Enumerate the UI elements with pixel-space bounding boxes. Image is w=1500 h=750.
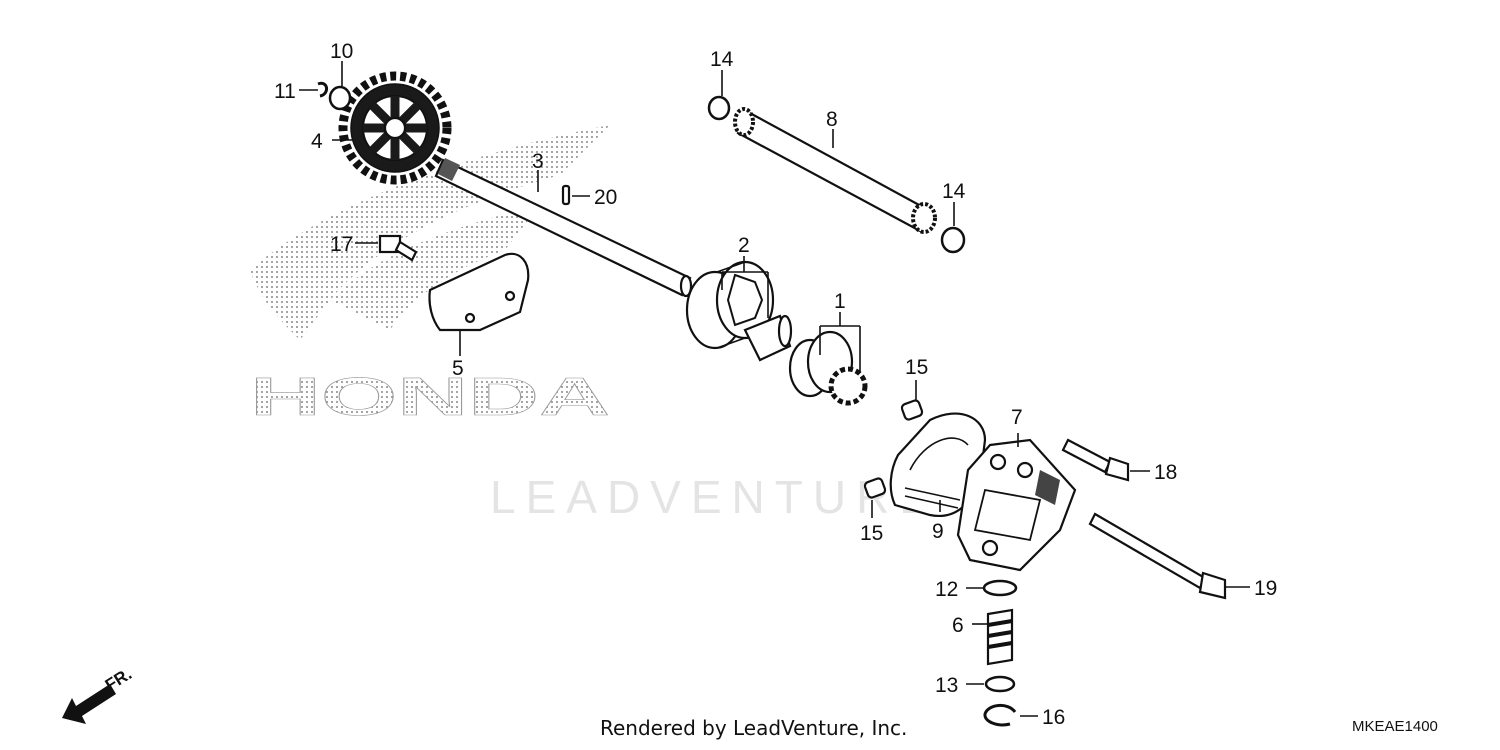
part-1-pump-rotor-set[interactable]: [788, 330, 868, 406]
part-10-washer[interactable]: [328, 85, 352, 111]
watermark-text: LEADVENTURE: [490, 471, 940, 523]
footer-rendered-by: Rendered by LeadVenture, Inc.: [600, 716, 908, 740]
honda-wing-logo: HONDA: [250, 125, 610, 427]
callout-7: 7: [1011, 406, 1023, 429]
part-15-dowel-bottom[interactable]: [863, 477, 887, 499]
callout-15-top: 15: [905, 356, 928, 379]
part-4-gear[interactable]: [338, 71, 452, 185]
callout-19: 19: [1254, 577, 1277, 600]
callout-18: 18: [1154, 461, 1177, 484]
part-20-pin[interactable]: [561, 184, 571, 206]
part-3-shaft[interactable]: [434, 158, 693, 298]
callout-10: 10: [330, 40, 353, 63]
part-11-clip[interactable]: [317, 81, 328, 98]
callout-20: 20: [594, 186, 617, 209]
part-8-shaft[interactable]: [733, 107, 937, 234]
callout-13: 13: [935, 674, 958, 697]
callout-2: 2: [738, 234, 750, 257]
part-13-washer[interactable]: [984, 675, 1016, 693]
part-14-washer-bottom[interactable]: [940, 226, 966, 254]
callout-12: 12: [935, 578, 958, 601]
callout-15-bottom: 15: [860, 522, 883, 545]
part-18-bolt[interactable]: [1061, 438, 1130, 482]
part-19-bolt[interactable]: [1088, 512, 1227, 600]
callout-6: 6: [952, 614, 964, 637]
diagram-code: MKEAE1400: [1352, 718, 1438, 735]
part-17-bolt[interactable]: [378, 234, 418, 262]
callout-17: 17: [330, 233, 353, 256]
callout-5: 5: [452, 357, 464, 380]
callout-4: 4: [311, 130, 323, 153]
callout-3: 3: [532, 150, 544, 173]
callout-8: 8: [826, 108, 838, 131]
honda-logo-text: HONDA: [250, 367, 610, 427]
callout-16: 16: [1042, 706, 1065, 729]
part-6-relief-valve[interactable]: [986, 608, 1014, 666]
callout-labels: 1 2 3 4 5 6 7 8 9 10 11 12 13 14 14 15 1…: [274, 40, 1277, 729]
front-direction-arrow: [62, 684, 116, 724]
callout-14-top: 14: [710, 48, 734, 71]
part-5-plate[interactable]: [428, 252, 530, 332]
callout-1: 1: [834, 290, 846, 313]
part-7-pump-cover[interactable]: [956, 438, 1077, 572]
part-16-clip[interactable]: [983, 704, 1017, 727]
leader-lines: [299, 61, 1250, 717]
callout-9: 9: [932, 520, 944, 543]
callout-14-bottom: 14: [942, 180, 966, 203]
part-14-washer-top[interactable]: [707, 95, 731, 121]
callout-11: 11: [274, 80, 296, 103]
part-2-pump-rotor-set[interactable]: [685, 260, 793, 362]
part-15-dowel-top[interactable]: [900, 399, 924, 421]
part-12-washer[interactable]: [982, 579, 1018, 597]
